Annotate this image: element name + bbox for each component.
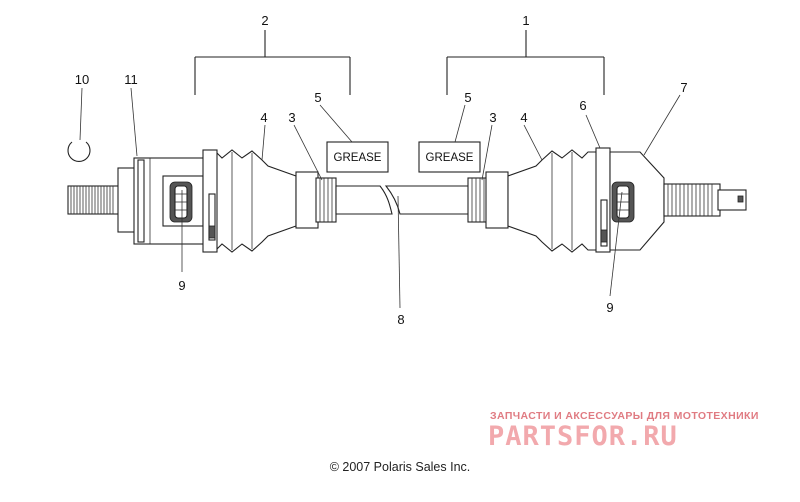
left-boot [202,149,297,253]
callout-7: 7 [680,80,687,95]
callout-5-left: 5 [314,90,321,105]
callout-4-right: 4 [520,110,527,125]
circlip-part [67,141,91,163]
left-splined-stub [67,185,127,215]
center-shaft [335,185,471,215]
grease-right-text: GREASE [426,152,474,164]
callout-labels: 2 1 10 11 5 5 6 7 4 3 3 4 9 9 8 [75,13,688,327]
callout-9-left: 9 [178,278,185,293]
leader-lines [79,87,681,309]
copyright-footer: © 2007 Polaris Sales Inc. [329,460,471,474]
right-cv-housing [609,151,665,251]
right-boot [507,147,611,253]
left-small-clamp [295,171,337,229]
callout-8: 8 [397,312,404,327]
right-small-clamp [467,171,509,229]
watermark-logo: PARTSFOR.RU [488,421,678,452]
grease-label-left: GREASE [326,141,389,173]
callout-6: 6 [579,98,586,113]
callout-3-right: 3 [489,110,496,125]
callout-10: 10 [75,72,89,87]
callout-11: 11 [124,72,138,87]
callout-3-left: 3 [288,110,295,125]
callout-5-right: 5 [464,90,471,105]
callout-1: 1 [522,13,529,28]
watermark-tagline: ЗАПЧАСТИ И АКСЕССУАРЫ ДЛЯ МОТОТЕХНИКИ [490,410,759,422]
callout-2: 2 [261,13,268,28]
grease-label-right: GREASE [418,141,481,173]
callout-9-right: 9 [606,300,613,315]
right-splined-stub [663,183,747,217]
bracket-assembly-2 [194,30,351,95]
bracket-assembly-1 [446,30,605,95]
callout-4-left: 4 [260,110,267,125]
left-cv-housing [117,157,207,245]
grease-left-text: GREASE [334,152,382,164]
